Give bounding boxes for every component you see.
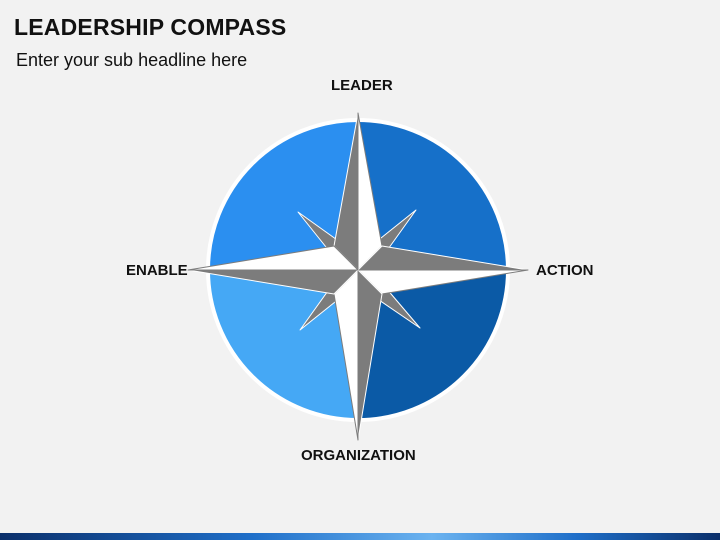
compass-star [187, 112, 529, 441]
footer-bar [0, 533, 720, 540]
page-title: LEADERSHIP COMPASS [14, 14, 287, 40]
direction-south-label: ORGANIZATION [301, 447, 416, 464]
direction-east-label: ACTION [536, 262, 594, 279]
page-subtitle: Enter your sub headline here [16, 50, 248, 70]
direction-north-label: LEADER [331, 77, 393, 94]
direction-west-label: ENABLE [126, 262, 188, 279]
